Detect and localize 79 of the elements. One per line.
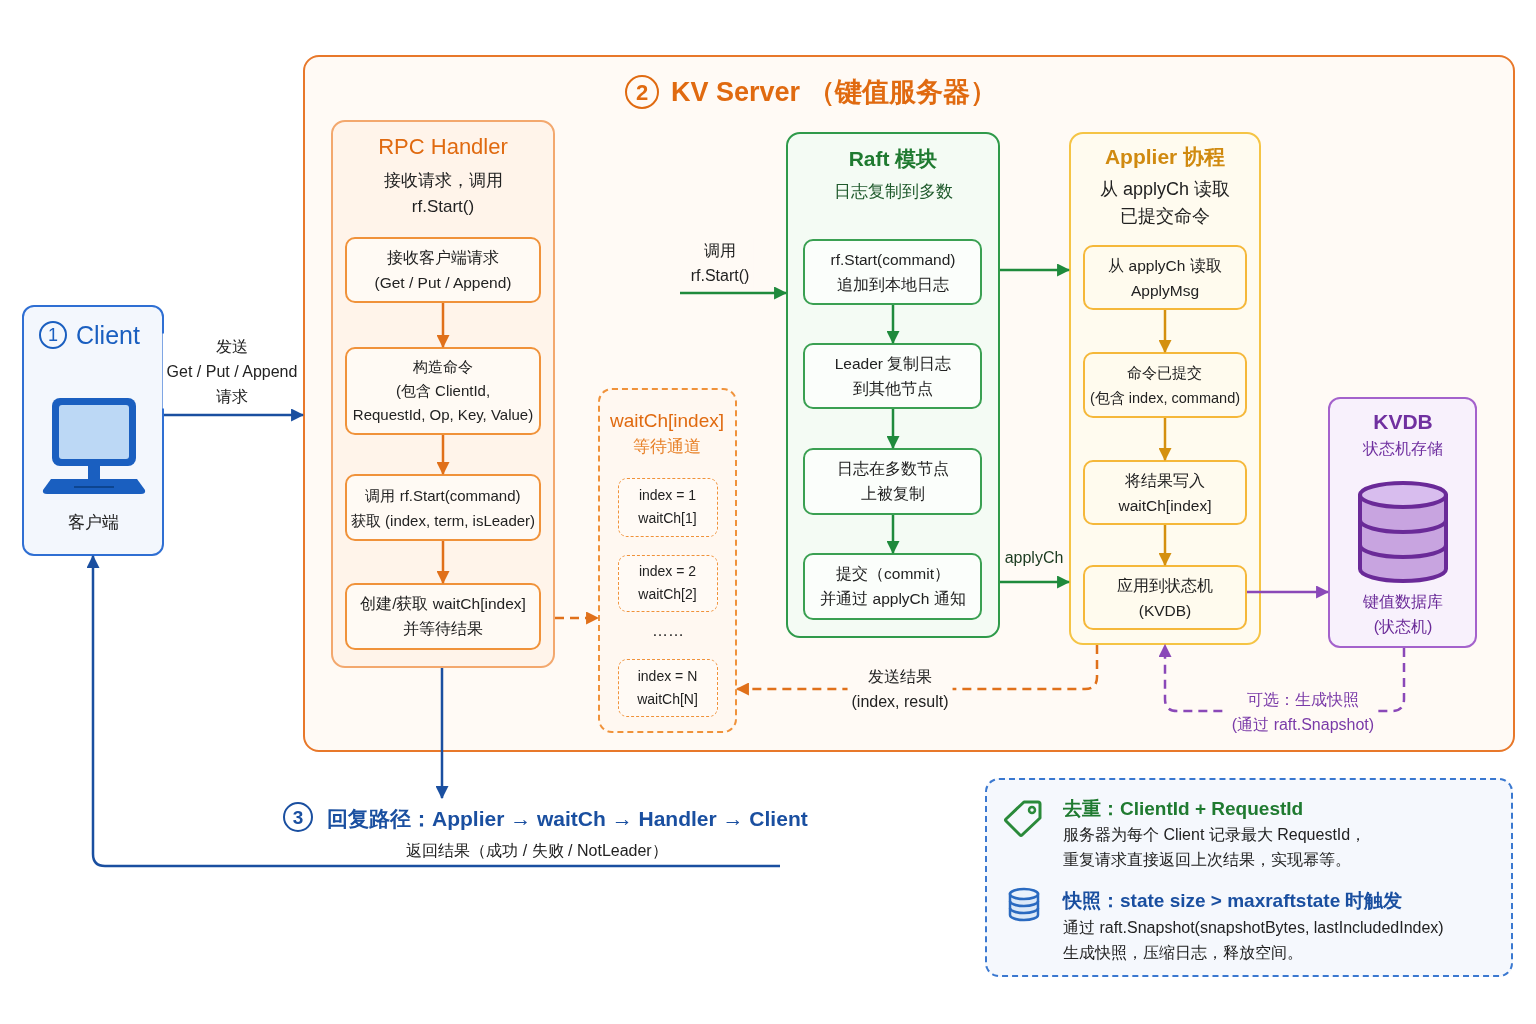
step-box [345, 237, 541, 303]
caption-text: 返回结果（成功 / 失败 / NotLeader） [406, 840, 668, 861]
step-box [1083, 565, 1247, 630]
step-box [1083, 460, 1247, 525]
raft-panel [786, 132, 1000, 638]
note-panel [985, 778, 1513, 977]
step-box [803, 448, 982, 515]
step-box [1083, 352, 1247, 418]
box-text: 构造命令 (包含 ClientId, RequestId, Op, Key, Value) [352, 357, 534, 425]
channel-panel [598, 388, 737, 733]
panel-subtitle: 从 applyCh 读取已提交命令 [1100, 178, 1230, 228]
arrow [1000, 575, 1071, 589]
channel-slot [618, 478, 718, 537]
ellipsis: …… [652, 621, 684, 641]
box-text: 提交（commit）并通过 applyCh 通知 [820, 564, 966, 609]
arrow [436, 435, 450, 476]
step-box [803, 553, 982, 620]
step-number: 1 [39, 321, 67, 349]
arrow [436, 303, 450, 349]
box-text: Leader 复制日志到其他节点 [834, 354, 952, 399]
arrow [1247, 585, 1330, 599]
panel-title: KV Server （键值服务器） [671, 75, 997, 109]
panel-title: KVDB [1373, 408, 1433, 435]
panel-title: RPC Handler [378, 132, 508, 161]
step-number: 2 [625, 75, 659, 109]
arrow [435, 668, 449, 800]
step-box [345, 474, 541, 541]
arrow [1158, 310, 1172, 354]
box-text: index = N waitCh[N] [637, 666, 698, 709]
box-text: 日志在多数节点上被复制 [837, 459, 949, 504]
database-panel [1328, 397, 1477, 648]
arrow [886, 409, 900, 450]
server-panel [303, 55, 1515, 752]
panel-title: Applier 协程 [1104, 143, 1226, 170]
note-heading: 快照：state size > maxraftstate 时触发 [1063, 888, 1403, 913]
step-number: 3 [283, 802, 313, 832]
note-heading: 去重：ClientId + RequestId [1063, 796, 1304, 821]
panel-subtitle: 日志复制到多数 [833, 181, 953, 203]
handler-panel [331, 120, 555, 668]
applier-panel [1069, 132, 1261, 645]
panel-subtitle: 等待通道 [633, 436, 701, 458]
box-text: 创建/获取 waitCh[index] 并等待结果 [360, 594, 526, 639]
arrow [886, 515, 900, 555]
step-box [345, 583, 541, 650]
note-text: 服务器为每个 Client 记录最大 RequestId，重复请求直接返回上次结果，实现幂等。 [1063, 824, 1367, 870]
arrow [680, 286, 788, 300]
channel-slot [618, 659, 718, 717]
panel-title: Raft 模块 [848, 145, 938, 172]
box-text: index = 1 waitCh[1] [638, 485, 697, 528]
box-text: 应用到状态机 (KVDB) [1117, 576, 1213, 621]
box-text: 接收客户端请求 (Get / Put / Append) [374, 248, 512, 293]
box-text: rf.Start(command) 追加到本地日志 [830, 250, 956, 295]
client-box [22, 305, 164, 556]
step-box [803, 239, 982, 305]
arrow [436, 541, 450, 585]
panel-subtitle: 状态机存储 [1363, 438, 1443, 459]
arrow [164, 408, 305, 422]
note-text: 通过 raft.Snapshot(snapshotBytes, lastIncludedIndex) 生成快照，压缩日志，释放空间。 [1063, 918, 1444, 963]
box-caption: 客户端 [67, 512, 119, 534]
panel-title: waitCh[index] [609, 408, 725, 433]
arrow [886, 305, 900, 345]
box-caption: 键值数据库 (状态机) [1363, 592, 1443, 637]
box-text: 调用 rf.Start(command) 获取 (index, term, isLeader) [350, 486, 536, 531]
channel-slot [618, 555, 718, 612]
panel-subtitle: 接收请求，调用 rf.Start() [383, 170, 503, 218]
step-box [1083, 245, 1247, 310]
arrow [1158, 418, 1172, 462]
step-box [803, 343, 982, 409]
box-text: 从 applyCh 读取 ApplyMsg [1108, 256, 1222, 301]
arrow [1158, 525, 1172, 567]
box-title: Client [76, 319, 140, 351]
arrow [1000, 263, 1071, 277]
arrow [555, 611, 600, 625]
box-text: index = 2 waitCh[2] [638, 561, 697, 604]
box-text: 命令已提交 (包含 index, command) [1089, 364, 1241, 408]
heading-text: 回复路径：Applier → waitCh → Handler → Client [327, 805, 808, 832]
step-box [345, 347, 541, 435]
arrow [86, 554, 780, 868]
box-text: 将结果写入 waitCh[index] [1118, 471, 1212, 516]
